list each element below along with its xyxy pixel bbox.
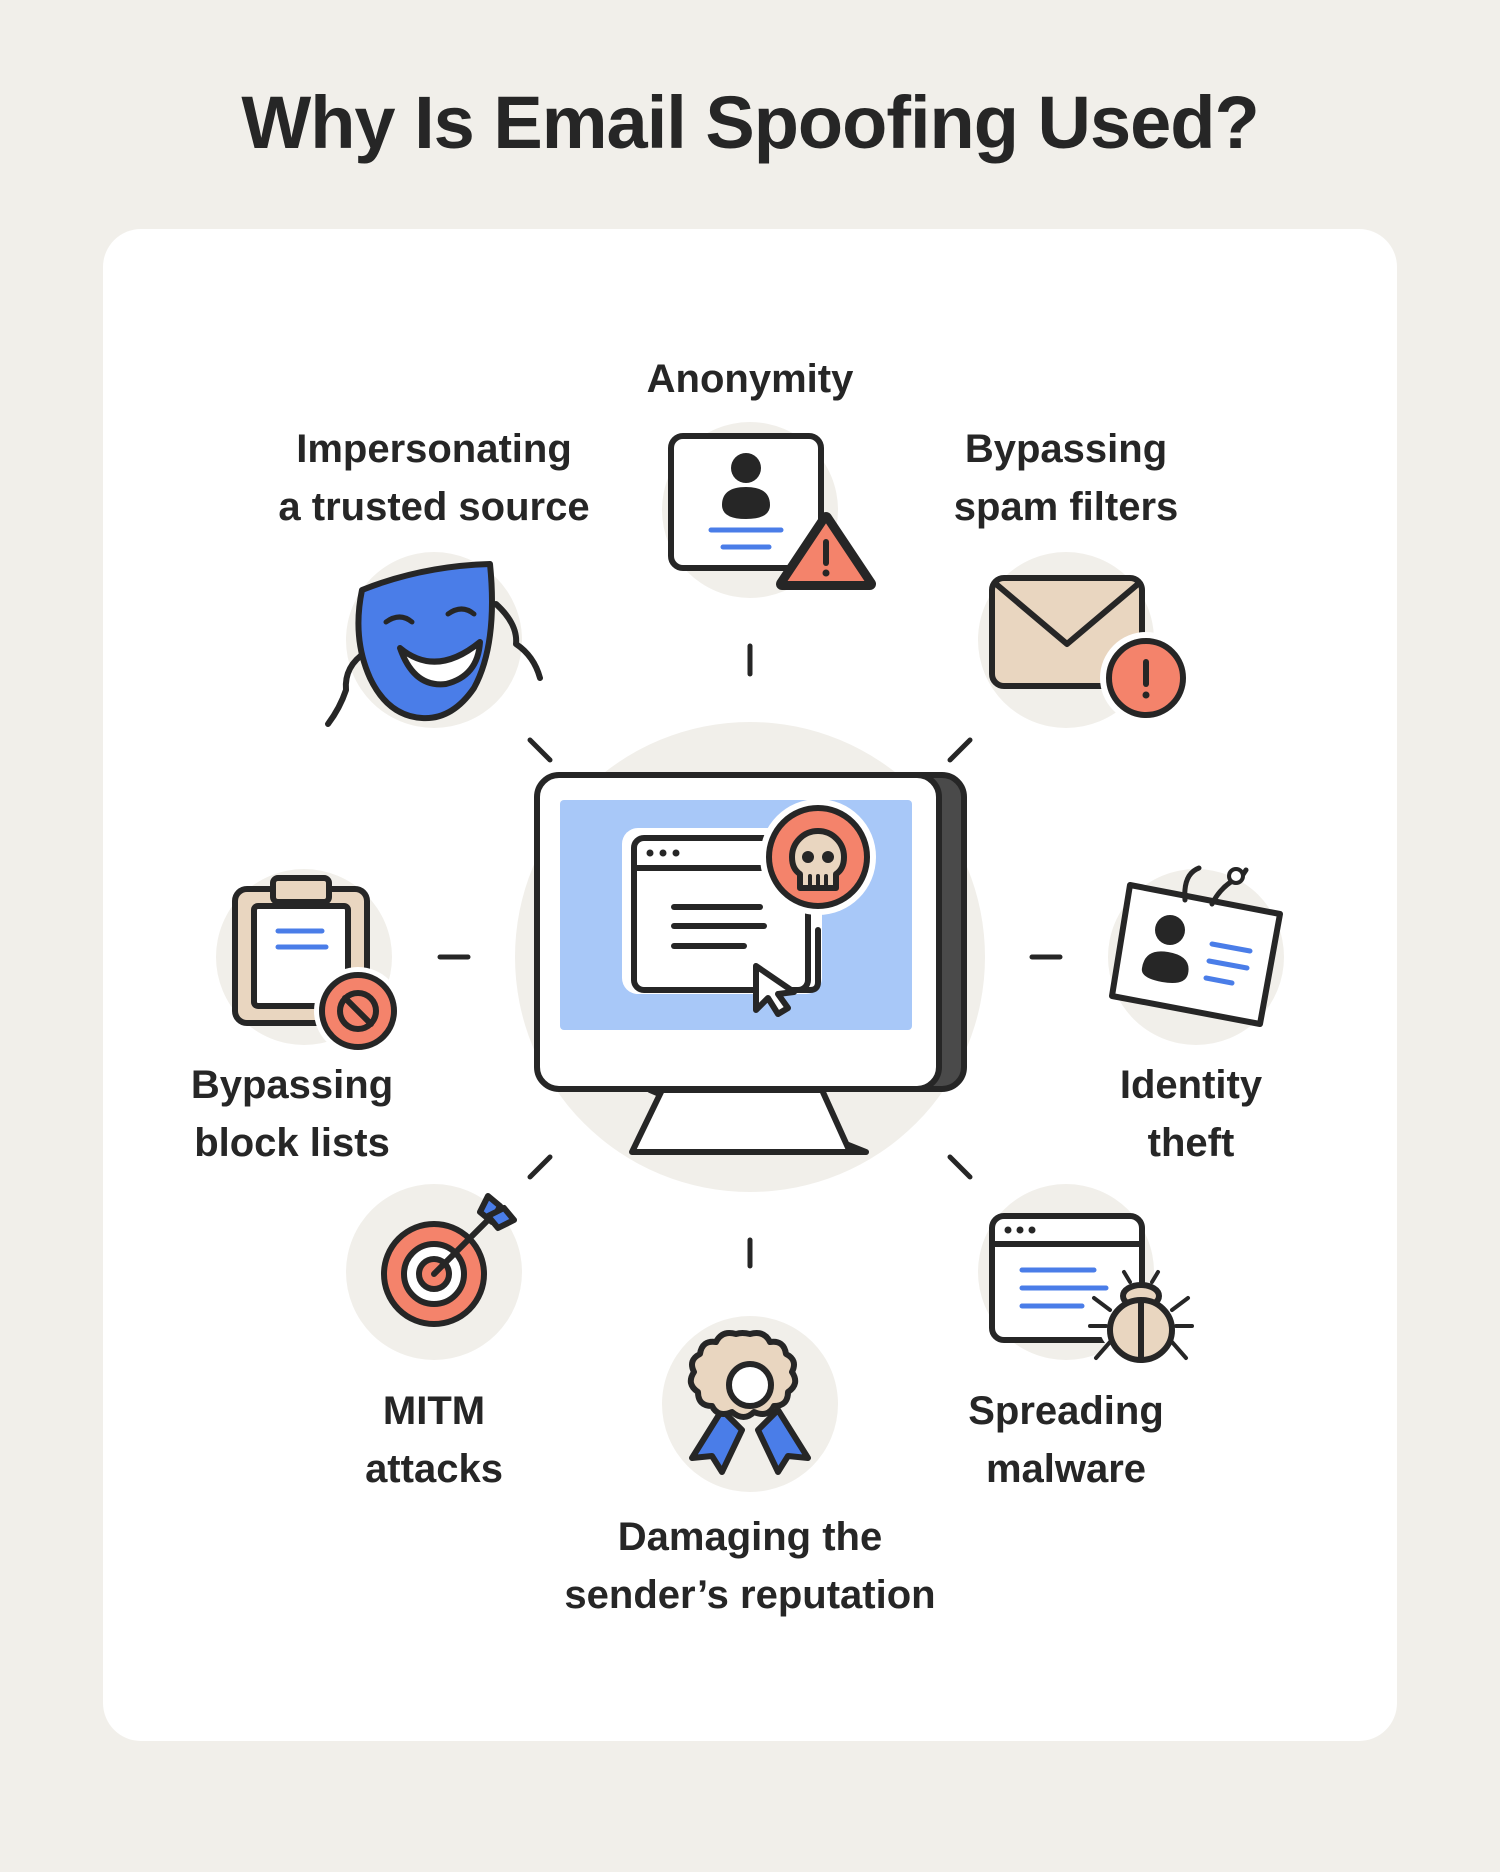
label-mitm-attacks: MITM attacks [365,1389,503,1491]
page-title: Why Is Email Spoofing Used? [241,81,1259,164]
label-damaging-reputation: Damaging the sender’s reputation [564,1515,936,1617]
label-bypassing-spam-filters: Bypassing spam filters [953,427,1179,529]
connector-top-left [527,737,553,763]
target-arrow-icon [381,1193,517,1327]
theater-mask-icon [325,561,543,727]
clipboard-blocked-icon [232,875,402,1055]
label-bypassing-block-lists: Bypassing block lists [190,1063,394,1165]
browser-bug-icon [989,1213,1194,1363]
label-impersonating: Impersonating a trusted source [278,427,590,529]
label-anonymity: Anonymity [646,357,854,401]
label-identity-theft: Identity theft [1119,1063,1263,1165]
connector-top-right [947,737,973,763]
connector-bottom-left [527,1154,553,1180]
monitor-skull-icon [534,772,967,1155]
id-badge-hook-icon [1109,865,1283,1027]
label-spreading-malware: Spreading malware [968,1389,1164,1491]
connector-bottom-right [947,1154,973,1180]
id-card-warning-icon [668,433,876,590]
connector-ticks [437,643,1063,1269]
envelope-alert-icon [989,575,1192,724]
award-ribbon-icon [687,1330,811,1475]
